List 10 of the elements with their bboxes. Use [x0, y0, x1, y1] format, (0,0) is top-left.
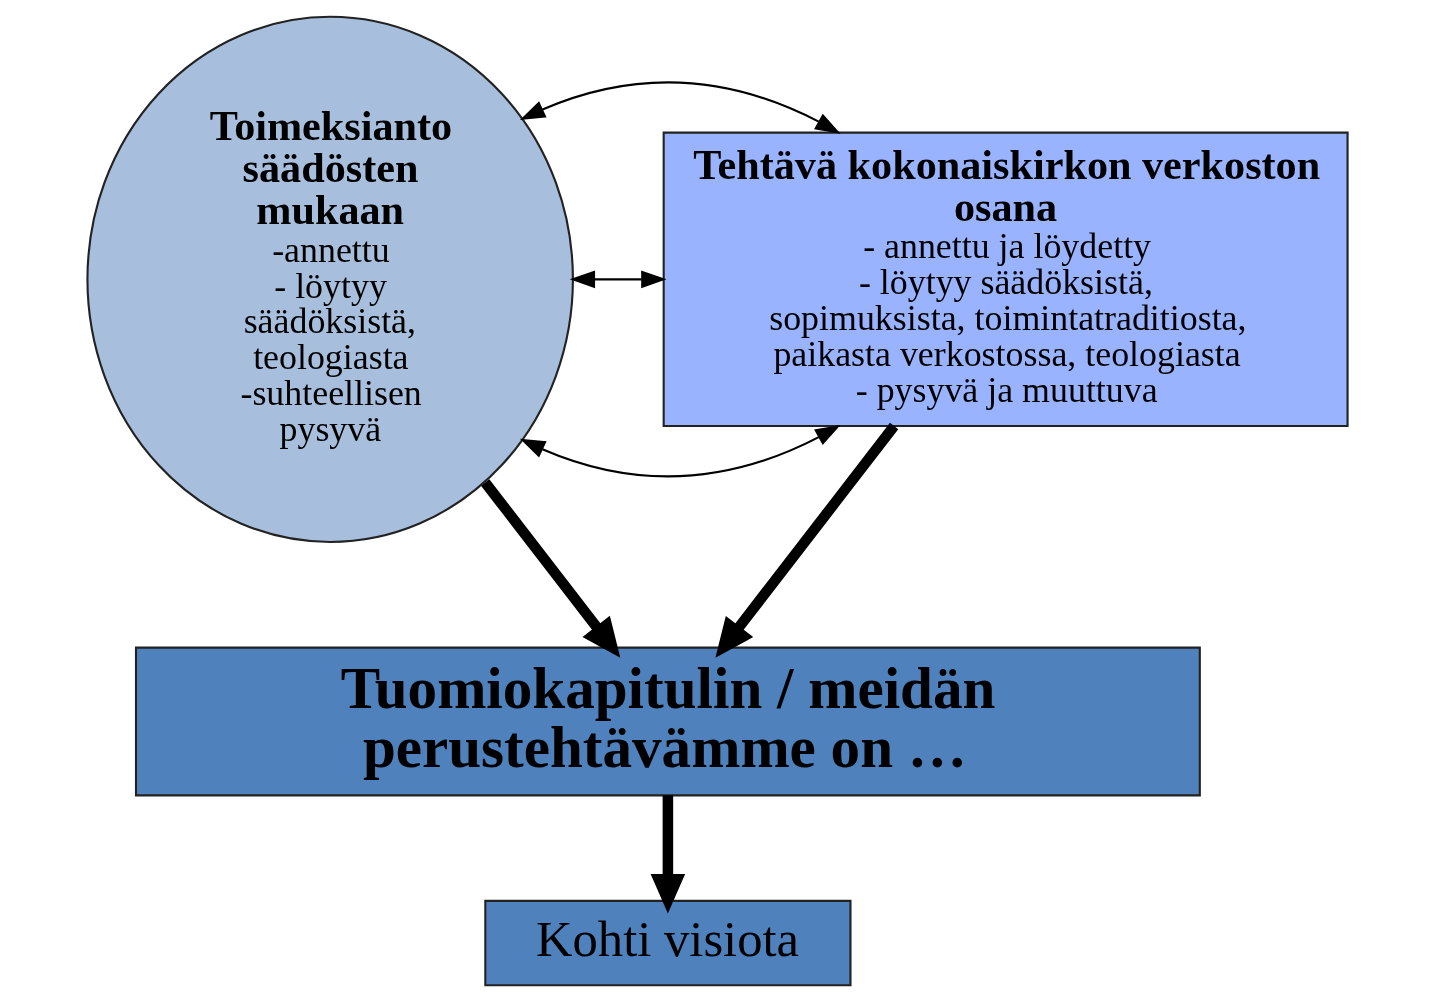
node-box: Tehtävä kokonaiskirkon verkoston osana - annettu ja löydetty - löytyy säädöksistä, sopimuksista, toimintatraditiosta, paikasta verkostossa, teologiasta - pysyvä ja muuttuva	[662, 131, 1349, 428]
arrow	[481, 479, 621, 658]
arrow	[650, 795, 686, 914]
node-circle: Toimeksianto säädösten mukaan -annettu - löytyy säädöksistä, teologiasta -suhteellisen pysyvä	[86, 15, 574, 543]
arrow	[715, 422, 899, 658]
arrow	[519, 81, 841, 134]
node-box: Tuomiokapitulin / meidän perustehtävämme on …	[134, 646, 1201, 797]
node-box: Kohti visiota	[484, 899, 852, 987]
arrow	[519, 425, 841, 478]
arrow	[569, 270, 667, 289]
